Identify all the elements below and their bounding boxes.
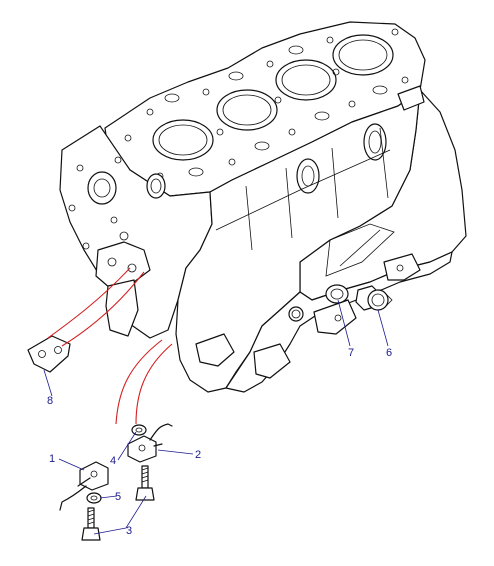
- callout-7: 7: [348, 347, 354, 359]
- bolt-3b[interactable]: [81, 507, 101, 541]
- washer-4[interactable]: [131, 424, 147, 436]
- oil-jet-1[interactable]: [59, 461, 109, 511]
- assembly-lines: [47, 267, 173, 425]
- assembly-line-jet-a: [115, 339, 163, 425]
- engine-block: [59, 21, 467, 393]
- assembly-line-8a: [47, 267, 131, 339]
- callout-8: 8: [47, 395, 53, 407]
- gasket-plate-8[interactable]: [27, 335, 71, 373]
- sealing-washer-7[interactable]: [325, 284, 349, 304]
- callout-5: 5: [115, 491, 121, 503]
- leader-lines: [43, 299, 389, 535]
- bolt-3a[interactable]: [135, 465, 155, 501]
- callout-2: 2: [195, 449, 201, 461]
- oil-jet-2[interactable]: [127, 423, 173, 463]
- callout-6: 6: [386, 347, 392, 359]
- assembly-line-8b: [61, 271, 145, 347]
- assembly-line-jet-b: [135, 343, 173, 425]
- callout-3: 3: [126, 525, 132, 537]
- washer-5[interactable]: [86, 492, 102, 504]
- drain-plug-6[interactable]: [355, 285, 393, 311]
- callout-4: 4: [110, 455, 116, 467]
- callout-1: 1: [49, 453, 55, 465]
- callout-labels: 1 2 3 4 5 6 7 8: [47, 347, 392, 537]
